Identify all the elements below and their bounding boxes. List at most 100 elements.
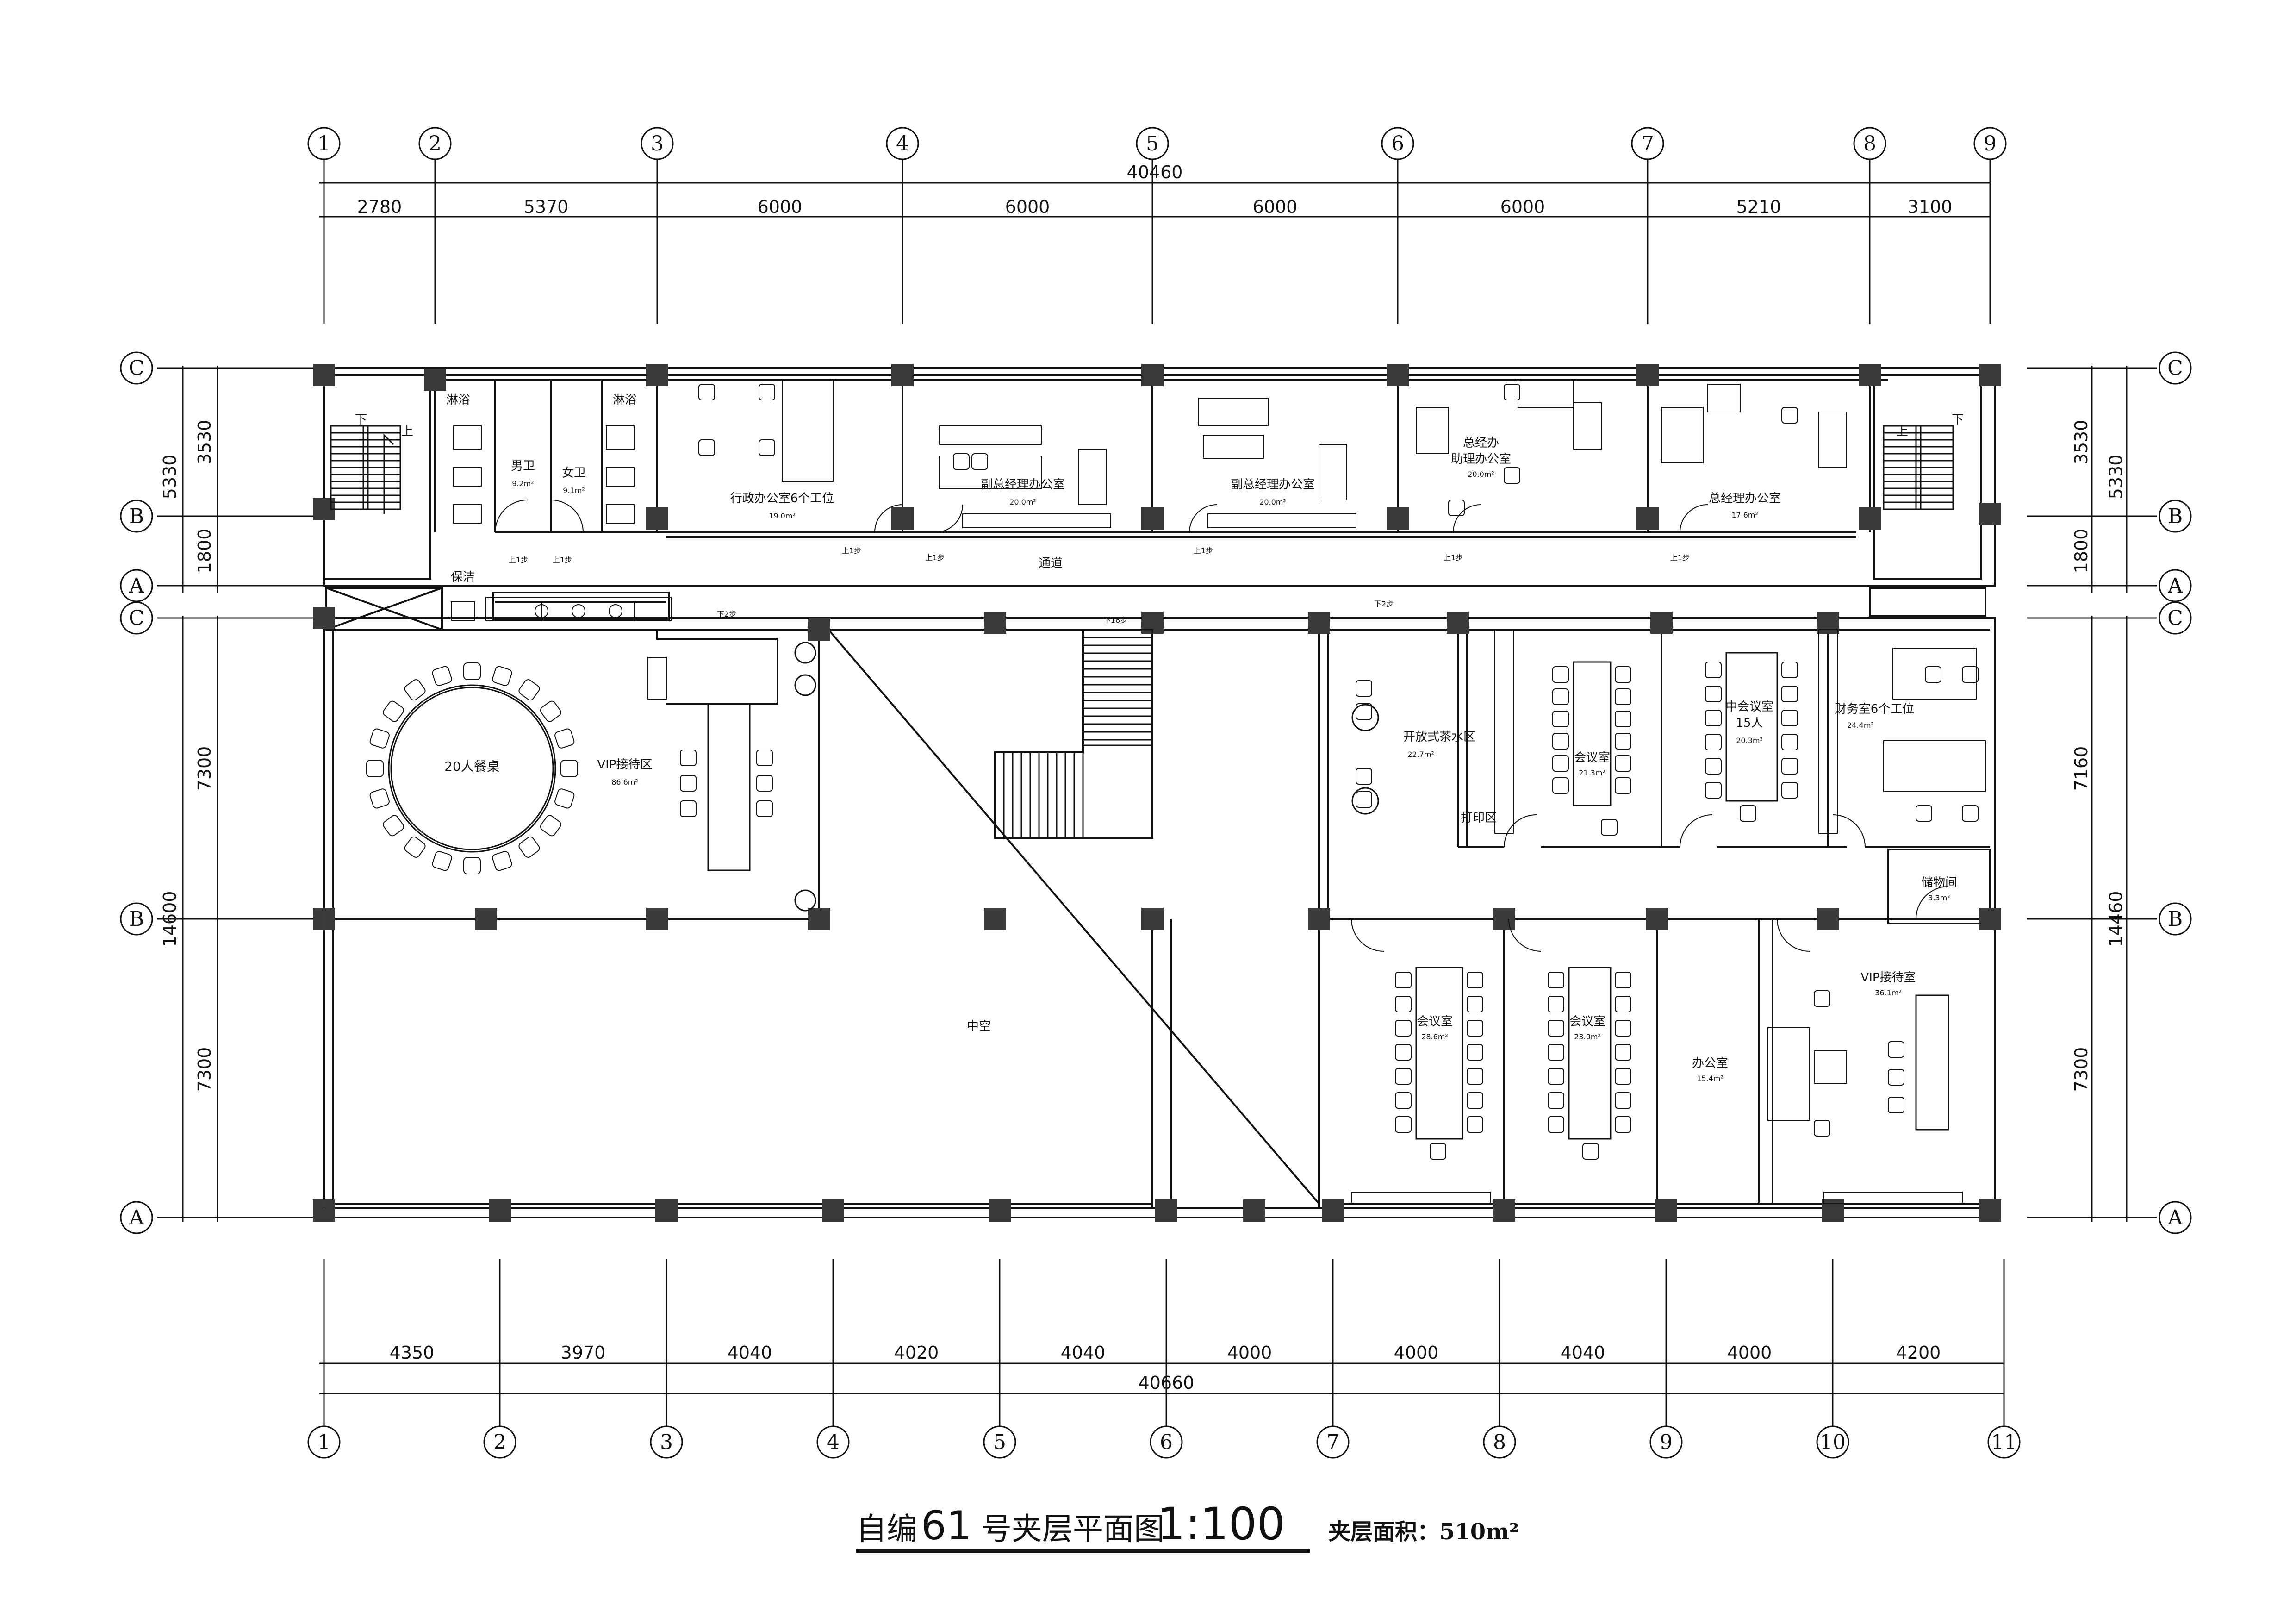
dim-label: 6000 [1500,197,1545,217]
axis-label: 3 [660,1430,673,1454]
dim-label: 4020 [894,1343,939,1363]
chair [432,666,452,686]
chair [1814,1120,1830,1137]
room-area: 17.6m² [1731,511,1758,519]
chair [1395,1068,1412,1085]
chair [1448,500,1465,516]
room-label-cleaning: 保洁 [451,570,475,584]
chair [432,851,452,871]
column [1979,908,2001,930]
axis-label: 9 [1984,132,1997,156]
chair [1781,734,1798,750]
columns [313,364,2001,1222]
stairs [330,425,1954,839]
reception-desk [1915,994,1949,1131]
axis-bubble [418,127,452,160]
chair [1615,1092,1631,1109]
fan-icon [794,642,816,664]
step-marker: 下 [355,413,367,427]
room-label-meeting-mid: 中会议室 [1725,700,1773,714]
chair [554,728,575,749]
chair [1395,1092,1412,1109]
chair [1615,1020,1631,1037]
chair [1814,990,1830,1007]
dim-label: 2780 [357,197,402,217]
room-label-gm: 总经理办公室 [1709,492,1781,506]
chair [1552,688,1569,705]
room-label-banquet: 20人餐桌 [444,759,500,774]
dim-label: 5370 [524,197,569,217]
axis-bubble [1987,1425,2021,1459]
chair [756,800,773,817]
room-label-storage: 储物间 [1921,876,1957,890]
room-area: 36.1m² [1875,988,1902,997]
axis-label: B [2168,505,2183,528]
axis-label: 10 [1820,1430,1846,1454]
title-number: 61 [921,1503,971,1549]
room-label-print: 打印区 [1461,811,1497,825]
axis-bubble [1631,127,1664,160]
chair [492,851,512,871]
axis-bubble [886,127,919,160]
dim-label: 7300 [194,1047,215,1092]
axis-label: B [129,907,144,931]
axis-label: C [2167,606,2183,630]
chair [1615,688,1631,705]
left-dim-labels: 5330 3530 1800 7300 14600 7300 [160,420,215,1092]
axis-bubble [120,500,153,533]
axis-label: 7 [1326,1430,1339,1454]
column [1646,908,1668,930]
column [1817,908,1839,930]
chair [1615,755,1631,772]
axis-label: 2 [493,1430,506,1454]
chair [1552,755,1569,772]
dim-label: 14460 [2106,891,2126,947]
axis-label: 6 [1160,1430,1173,1454]
chair [1705,758,1722,775]
step-marker: 上1步 [925,553,945,562]
axis-bubble [120,351,153,385]
axis-bubble [120,569,153,602]
chair [1356,703,1372,720]
step-marker: 上1步 [1670,553,1690,562]
bottom-axis-lines [323,1259,2005,1426]
chair [1552,733,1569,750]
chair [463,857,481,874]
column [1322,1199,1344,1222]
room-area: 86.6m² [611,778,638,787]
chair [1615,1068,1631,1085]
chair [1615,972,1631,988]
axis-bubble [1853,127,1886,160]
bottom-grid [319,1362,2004,1394]
room-label-finance: 财务室6个工位 [1835,702,1915,716]
chair [540,815,561,837]
column [1387,507,1409,530]
chair [1615,1044,1631,1061]
bottom-total-dim: 40660 [1139,1373,1195,1393]
step-marker: 上1步 [1444,553,1463,562]
dim-label: 4040 [728,1343,772,1363]
axis-label: 2 [429,132,442,156]
axis-label: 8 [1493,1430,1506,1454]
axis-bubble [1483,1425,1516,1459]
chair [1548,1044,1564,1061]
room-label-vip-room: VIP接待室 [1860,971,1916,985]
round-table [390,687,554,850]
chair [1356,791,1372,808]
axis-label: 1 [317,1430,330,1454]
axis-bubble [2159,500,2192,533]
chair [518,836,540,858]
axis-label: 5 [993,1430,1006,1454]
tea-table [1351,704,1379,731]
axis-bubble [1816,1425,1849,1459]
reception-desk [707,703,751,871]
dim-label: 4000 [1727,1343,1772,1363]
dim-label: 5210 [1736,197,1781,217]
chair [1395,972,1412,988]
chair [1548,1092,1564,1109]
axis-bubble [2159,351,2192,385]
room-label-atrium: 中空 [967,1019,991,1033]
dim-label: 4000 [1227,1343,1272,1363]
axis-bubble [983,1425,1016,1459]
